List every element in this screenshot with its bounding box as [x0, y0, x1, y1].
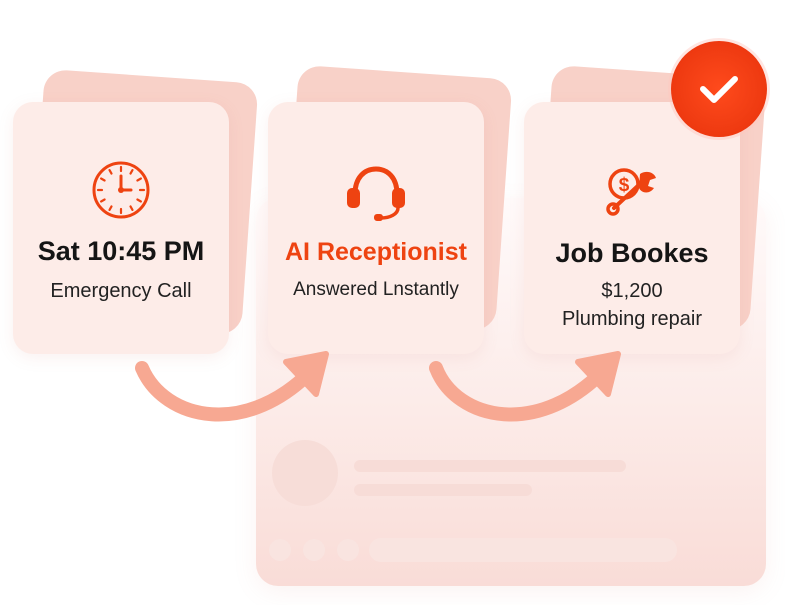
money-wrench-icon: $ [606, 168, 656, 216]
flow-arrow [135, 351, 329, 422]
step-card-booked: $ Job Bookes $1,200 Plumbing repair [524, 102, 740, 354]
clock-icon [92, 161, 150, 219]
step-subtitle: Answered Lnstantly [293, 279, 459, 300]
placeholder-dot [269, 539, 291, 561]
step-title: Job Bookes [555, 238, 709, 268]
flow-arrow [429, 351, 621, 422]
placeholder-dot [303, 539, 325, 561]
headset-icon [347, 166, 405, 221]
placeholder-avatar [272, 440, 338, 506]
placeholder-line [354, 460, 626, 472]
placeholder-line [354, 484, 532, 496]
step-card-receptionist: AI Receptionist Answered Lnstantly [268, 102, 484, 354]
step-amount: $1,200 [601, 280, 663, 302]
step-title: Sat 10:45 PM [37, 236, 205, 266]
success-badge [671, 41, 767, 137]
step-title: AI Receptionist [285, 238, 467, 266]
placeholder-dot [337, 539, 359, 561]
placeholder-bar [369, 538, 677, 562]
svg-text:$: $ [619, 175, 630, 196]
checkmark-icon [700, 76, 738, 103]
step-subtitle: Emergency Call [50, 280, 192, 302]
step-card-call: Sat 10:45 PM Emergency Call [13, 102, 229, 354]
step-subtitle: Plumbing repair [561, 308, 703, 330]
